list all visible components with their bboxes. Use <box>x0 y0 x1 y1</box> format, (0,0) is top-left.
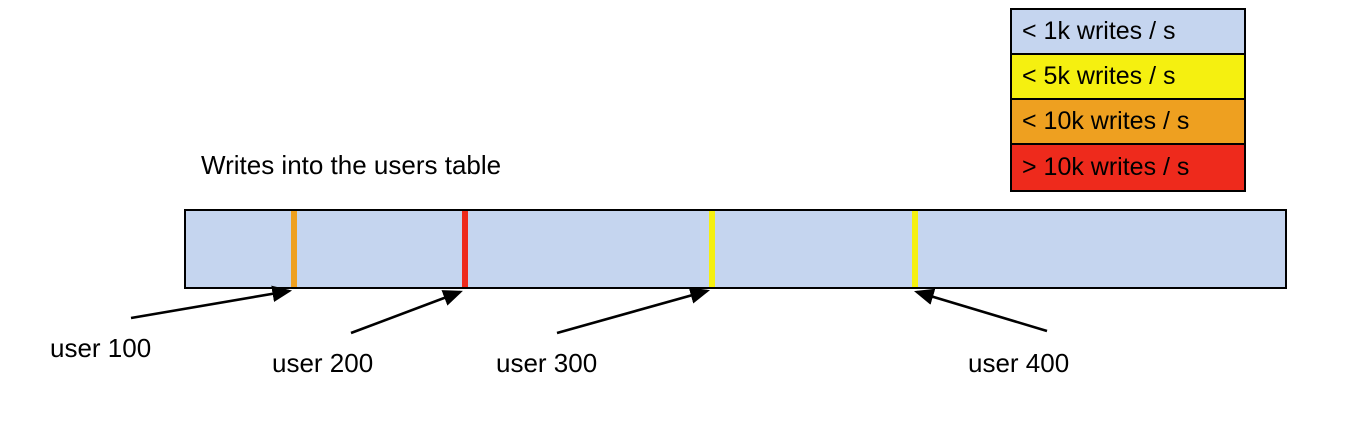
diagram-caption: Writes into the users table <box>201 150 502 180</box>
partition-boundary-user-300 <box>709 211 715 287</box>
legend: < 1k writes / s < 5k writes / s < 10k wr… <box>1010 8 1246 192</box>
user-label-400: user 400 <box>968 348 1070 378</box>
legend-row-4: > 10k writes / s <box>1012 145 1244 190</box>
legend-row-1: < 1k writes / s <box>1012 10 1244 55</box>
legend-label-1: < 1k writes / s <box>1022 17 1176 45</box>
users-table-bar <box>184 209 1287 289</box>
legend-label-2: < 5k writes / s <box>1022 62 1176 90</box>
legend-label-4: > 10k writes / s <box>1022 153 1190 181</box>
user-label-300: user 300 <box>496 348 598 378</box>
user-label-100: user 100 <box>50 333 152 363</box>
legend-label-3: < 10k writes / s <box>1022 107 1190 135</box>
partition-boundary-user-200 <box>462 211 468 287</box>
partition-boundary-user-100 <box>291 211 297 287</box>
legend-row-2: < 5k writes / s <box>1012 55 1244 100</box>
partition-boundary-user-400 <box>912 211 918 287</box>
legend-row-3: < 10k writes / s <box>1012 100 1244 145</box>
user-label-200: user 200 <box>272 348 374 378</box>
